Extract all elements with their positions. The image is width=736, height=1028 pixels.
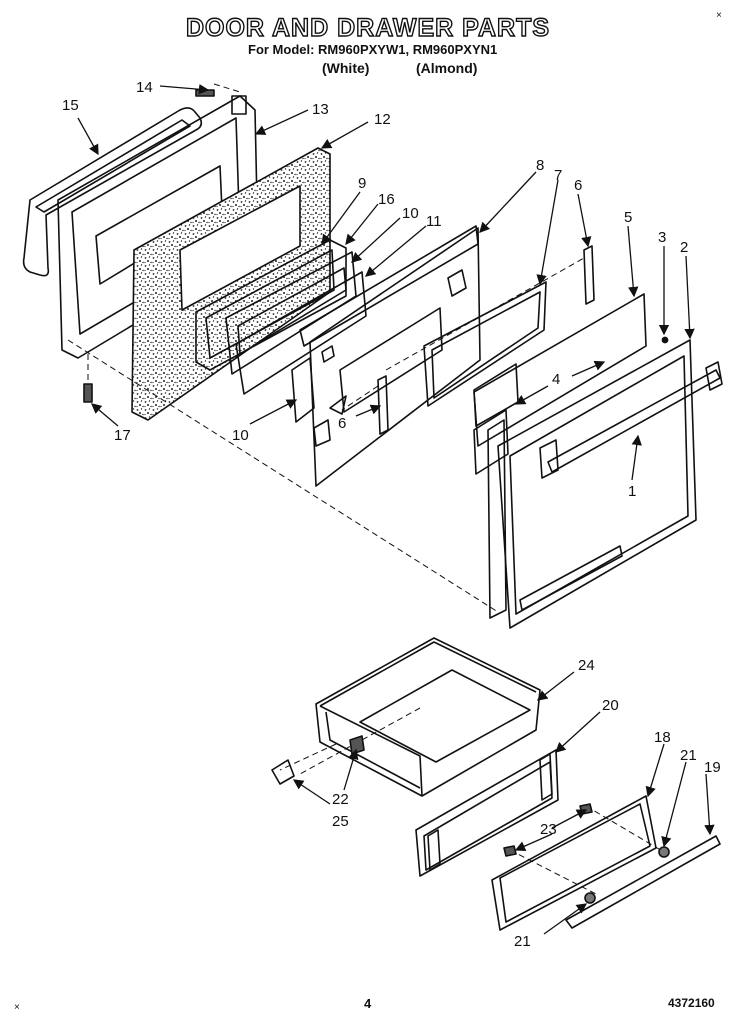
- drawer-box-part: [315, 637, 541, 797]
- drawer-front-inner-part: [415, 749, 559, 877]
- corner-mark-top: ×: [716, 10, 722, 21]
- drawer-trim-strip-part: [565, 835, 721, 929]
- callout-11: 11: [426, 213, 442, 230]
- liner-screw-part: [195, 89, 215, 97]
- callout-14: 14: [136, 79, 153, 96]
- document-number: 4372160: [668, 996, 715, 1010]
- door-hinge-upper-part: [583, 245, 595, 305]
- outer-door-panel-part: [497, 339, 697, 629]
- callout-leaders: [77, 84, 715, 935]
- drawer-screw-lower-part: [503, 845, 517, 857]
- callout-2: 2: [680, 239, 688, 256]
- callout-22: 22: [332, 791, 349, 808]
- drawer-assembly-parts: [271, 637, 721, 931]
- assembly-guide-lines: [67, 83, 665, 895]
- corner-mark-bottom: ×: [14, 1002, 20, 1013]
- color-label-white: (White): [322, 60, 370, 76]
- callout-6-lower: 6: [338, 415, 346, 432]
- callout-21-lower: 21: [514, 933, 531, 950]
- drawer-roller-part: [349, 735, 365, 755]
- callout-8: 8: [536, 157, 544, 174]
- drawer-bumper-lower-part: [584, 892, 596, 904]
- color-label-almond: (Almond): [416, 60, 478, 76]
- callout-20: 20: [602, 697, 619, 714]
- door-screw-part: [83, 383, 93, 403]
- callout-1: 1: [628, 483, 636, 500]
- callout-labels: 15 14 13 12 9 16 10 11 8 7 6 5 3 2 17 10…: [62, 79, 721, 950]
- callout-21-upper: 21: [680, 747, 697, 764]
- inner-window-glass-part: [423, 281, 547, 407]
- drawer-front-panel-part: [491, 795, 657, 931]
- callout-13: 13: [312, 101, 329, 118]
- door-gasket-part: [22, 107, 203, 277]
- callout-18: 18: [654, 729, 671, 746]
- callout-6-upper: 6: [574, 177, 582, 194]
- door-hinge-lower-part: [377, 375, 389, 435]
- callout-3: 3: [658, 229, 666, 246]
- page-number: 4: [364, 996, 372, 1011]
- callout-4: 4: [552, 371, 560, 388]
- callout-5: 5: [624, 209, 632, 226]
- page-title: DOOR AND DRAWER PARTS: [185, 13, 551, 42]
- callout-16: 16: [378, 191, 395, 208]
- callout-10-lower: 10: [232, 427, 249, 444]
- callout-12: 12: [374, 111, 391, 128]
- door-hinge-bracket-part: [231, 95, 247, 115]
- callout-24: 24: [578, 657, 595, 674]
- window-frame-part: [235, 271, 367, 395]
- callout-17: 17: [114, 427, 131, 444]
- callout-23: 23: [540, 821, 557, 838]
- model-subtitle: For Model: RM960PXYW1, RM960PXYN1: [248, 42, 498, 57]
- callout-10-upper: 10: [402, 205, 419, 222]
- drawer-slide-clip-part: [271, 759, 295, 785]
- door-handle-part: [547, 369, 721, 473]
- callout-25: 25: [332, 813, 349, 830]
- inner-door-panel-part: [309, 227, 481, 487]
- callout-15: 15: [62, 97, 79, 114]
- handle-screw-part: [661, 336, 669, 344]
- insulation-strip-lower-part: [473, 409, 509, 475]
- callout-7: 7: [554, 167, 562, 184]
- drawer-bumper-upper-part: [658, 846, 670, 858]
- callout-9: 9: [358, 175, 366, 192]
- callout-19: 19: [704, 759, 721, 776]
- door-assembly-parts: [22, 89, 723, 629]
